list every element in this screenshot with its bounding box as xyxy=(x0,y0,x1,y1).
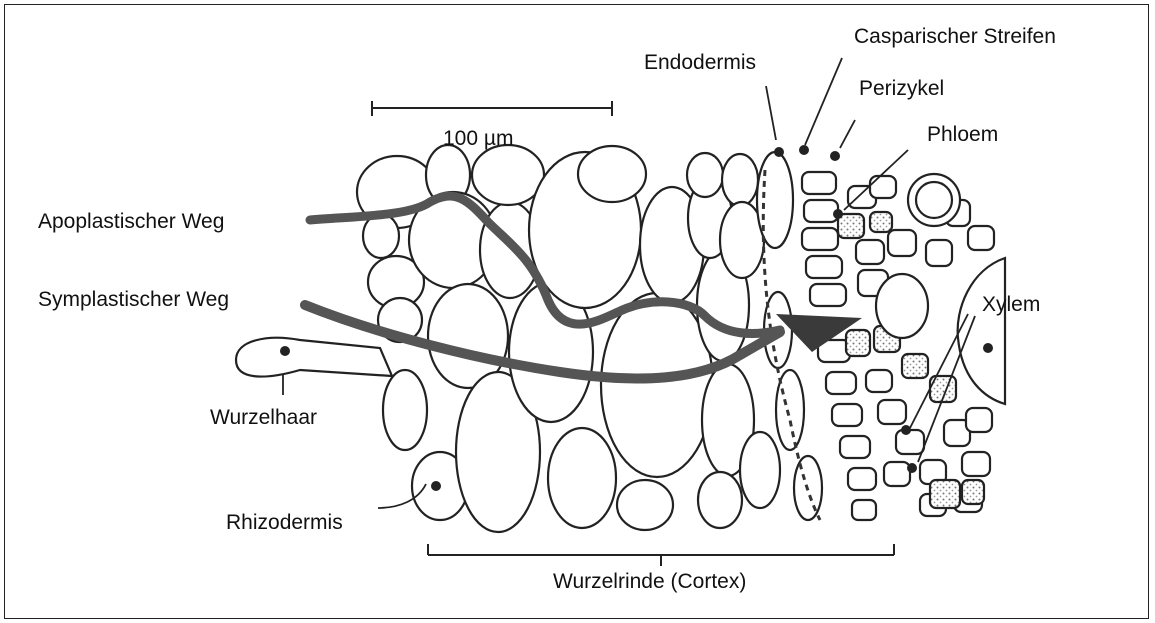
phloem-label: Phloem xyxy=(927,124,998,145)
xylem-label: Xylem xyxy=(982,294,1040,315)
scale-bar-label: 100 µm xyxy=(443,128,513,149)
cortex-bracket xyxy=(428,544,894,566)
pericycle-label: Perizykel xyxy=(859,78,944,99)
scale-bar xyxy=(372,101,612,116)
root-hair-label: Wurzelhaar xyxy=(210,407,317,428)
endodermis-label: Endodermis xyxy=(644,52,756,73)
root-hair-cell xyxy=(236,338,392,377)
tissue-cells xyxy=(236,145,1005,532)
cortex-label: Wurzelrinde (Cortex) xyxy=(553,571,746,592)
symplastic-path-label: Symplastischer Weg xyxy=(38,289,229,310)
apoplastic-path-label: Apoplastischer Weg xyxy=(38,211,224,232)
casparian-strip-label: Casparischer Streifen xyxy=(854,26,1056,47)
rhizodermis-label: Rhizodermis xyxy=(226,512,343,533)
